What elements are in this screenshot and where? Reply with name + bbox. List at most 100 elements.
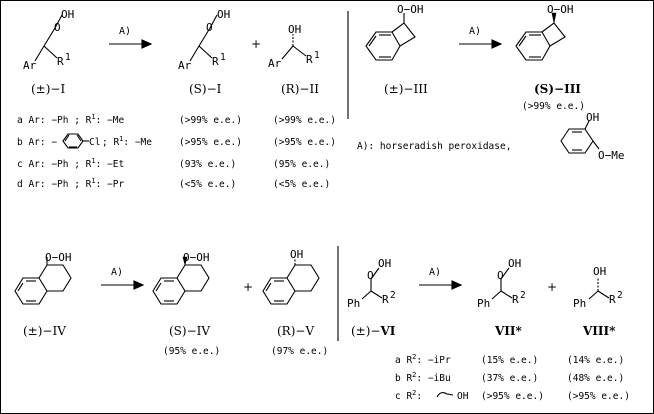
- arrow-label-4: A): [429, 267, 441, 278]
- row-a-ee-2: (>99% e.e.): [273, 115, 336, 126]
- row-c-ee-2: (95% e.e.): [273, 159, 330, 170]
- compound-label-VI-racemic: (±)−VI: [351, 324, 396, 338]
- compound-label-III-racemic: (±)−III: [384, 82, 428, 96]
- row-a-key: a Ar: −Ph ; R1: −Me: [17, 113, 124, 126]
- svg-text:OH: OH: [288, 23, 301, 36]
- row-c-ee-1: (93% e.e.): [179, 159, 236, 170]
- scheme-3: O−OH (±)−IV A) O−OH (S)−IV (95% e.e.) + …: [14, 248, 328, 357]
- compound-label-R-II: (R)−II: [281, 82, 319, 96]
- substrate-VI-structure: O OH Ph R 2: [347, 257, 396, 310]
- product-S-III-structure: O−OH: [515, 3, 574, 61]
- row-a-ee-1: (15% e.e.): [481, 355, 538, 366]
- svg-text:2: 2: [617, 290, 623, 301]
- scheme-4: O OH Ph R 2 (±)−VI A) O OH Ph R 2 VII* +: [347, 257, 630, 402]
- arrow-label-1: A): [119, 26, 131, 37]
- row-d-ee-2: (<5% e.e.): [273, 179, 330, 190]
- svg-text:OH: OH: [457, 391, 469, 402]
- product-S-I-structure: O OH Ar R 1: [178, 8, 230, 72]
- row-b-ee-2: (48% e.e.): [567, 373, 624, 384]
- svg-text:R: R: [306, 53, 313, 66]
- svg-text:R: R: [512, 293, 519, 306]
- substrate-III-structure: O−OH: [365, 3, 424, 61]
- svg-text:1: 1: [314, 50, 320, 61]
- svg-text:2: 2: [520, 290, 526, 301]
- svg-text:1: 1: [65, 52, 71, 63]
- svg-text:O−OH: O−OH: [183, 251, 210, 264]
- row-b-r2: b R2: −iBu: [395, 371, 451, 384]
- row-c-ee-1: (>95% e.e.): [481, 391, 544, 402]
- svg-text:b Ar: −: b Ar: −: [17, 137, 57, 148]
- svg-text:OH: OH: [593, 265, 606, 278]
- row-c-key: c Ar: −Ph ; R1: −Et: [17, 157, 124, 170]
- guaiacol-structure: OH O−Me: [560, 111, 625, 162]
- svg-text:O−OH: O−OH: [45, 251, 72, 264]
- svg-text:OH: OH: [378, 257, 391, 270]
- row-b-ee-2: (>95% e.e.): [273, 137, 336, 148]
- svg-text:1: 1: [220, 52, 226, 63]
- compound-label-I-racemic: (±)−I: [31, 82, 65, 96]
- svg-text:R: R: [212, 55, 219, 68]
- svg-text:OH: OH: [508, 257, 521, 270]
- compound-label-VIII: VIII*: [582, 324, 616, 338]
- arrow-label-3: A): [111, 267, 123, 278]
- plus-sign-1: +: [251, 37, 261, 51]
- row-b-ee-1: (>95% e.e.): [179, 137, 242, 148]
- svg-text:O−Me: O−Me: [598, 149, 625, 162]
- row-d-ee-1: (<5% e.e.): [179, 179, 236, 190]
- substrate-I-structure: O OH Ar R 1: [23, 8, 74, 72]
- compound-label-VII: VII*: [494, 324, 523, 338]
- svg-text:OH: OH: [586, 111, 599, 124]
- compound-label-S-IV: (S)−IV: [169, 324, 210, 338]
- ee-S-IV: (95% e.e.): [163, 346, 220, 357]
- svg-text:O−OH: O−OH: [397, 3, 424, 16]
- compound-label-IV-racemic: (±)−IV: [23, 324, 66, 338]
- plus-sign-3: +: [243, 280, 253, 294]
- substrate-IV-structure: O−OH: [14, 251, 72, 305]
- product-R-II-structure: OH Ar R 1: [268, 23, 320, 70]
- ee-S-III: (>99% e.e.): [522, 101, 585, 112]
- svg-text:Ar: Ar: [23, 59, 37, 72]
- svg-text:Cl: Cl: [89, 137, 100, 148]
- svg-text:Ph: Ph: [477, 297, 490, 310]
- scheme-4-table: a R2: −iPr (15% e.e.) (14% e.e.) b R2: −…: [395, 353, 630, 402]
- plus-sign-4: +: [547, 280, 557, 294]
- scheme-1-table: a Ar: −Ph ; R1: −Me (>99% e.e.) (>99% e.…: [17, 113, 336, 190]
- product-R-V-structure: OH: [262, 248, 320, 305]
- svg-text:OH: OH: [290, 248, 303, 261]
- product-VII-structure: O OH Ph R 2: [477, 257, 526, 310]
- row-c-r2: c R2: OH: [395, 389, 469, 402]
- svg-text:R: R: [609, 293, 616, 306]
- svg-text:; R1: −Me: ; R1: −Me: [102, 135, 152, 148]
- compound-label-S-III: (S)−III: [534, 82, 581, 96]
- svg-text:2: 2: [390, 290, 396, 301]
- svg-text:R: R: [382, 293, 389, 306]
- svg-text:OH: OH: [217, 8, 230, 21]
- compound-label-R-V: (R)−V: [277, 324, 314, 338]
- row-b-key: b Ar: − Cl ; R1: −Me: [17, 133, 152, 149]
- svg-text:O: O: [497, 269, 504, 282]
- row-b-ee-1: (37% e.e.): [481, 373, 538, 384]
- svg-text:O: O: [367, 269, 374, 282]
- product-S-IV-structure: O−OH: [152, 251, 210, 305]
- svg-text:O−OH: O−OH: [547, 3, 574, 16]
- row-a-ee-1: (>99% e.e.): [179, 115, 242, 126]
- svg-text:Ph: Ph: [573, 297, 586, 310]
- svg-text:Ar: Ar: [268, 57, 282, 70]
- row-d-key: d Ar: −Ph ; R1: −Pr: [17, 177, 124, 190]
- ee-R-V: (97% e.e.): [271, 346, 328, 357]
- scheme-1: O OH Ar R 1 (±)−I A) O OH Ar R 1 (S)−I +: [17, 8, 336, 190]
- row-a-r2: a R2: −iPr: [395, 353, 451, 366]
- reagent-description: A): horseradish peroxidase,: [357, 141, 511, 152]
- scheme-2: O−OH (±)−III A) O−OH (S)−III (>99% e.e.)…: [357, 3, 625, 162]
- arrow-label-2: A): [469, 26, 481, 37]
- svg-text:OH: OH: [61, 8, 74, 21]
- svg-text:Ph: Ph: [347, 297, 360, 310]
- svg-text:c R2:: c R2:: [395, 389, 422, 402]
- row-c-ee-2: (>95% e.e.): [567, 391, 630, 402]
- svg-text:O: O: [206, 21, 213, 34]
- svg-text:R: R: [57, 55, 64, 68]
- product-VIII-structure: OH Ph R 2: [573, 265, 623, 310]
- svg-text:Ar: Ar: [178, 59, 192, 72]
- row-a-ee-2: (14% e.e.): [567, 355, 624, 366]
